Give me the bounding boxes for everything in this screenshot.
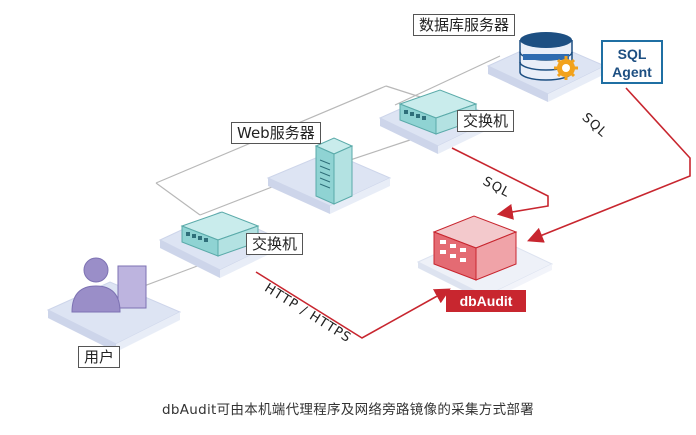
sql-agent-line2: Agent: [612, 64, 652, 80]
web-server-icon: [314, 137, 354, 205]
gear-icon: [554, 56, 578, 80]
user-label: 用户: [78, 346, 121, 368]
diagram-caption: dbAudit可由本机端代理程序及网络旁路镜像的采集方式部署: [161, 402, 535, 418]
sql-agent-badge: SQL Agent: [601, 40, 663, 84]
db-server-label: 数据库服务器: [413, 14, 516, 36]
switch-left-label: 交换机: [246, 233, 304, 255]
web-server-label: Web服务器: [231, 122, 321, 144]
traffic-arrows: [255, 87, 691, 339]
user-icon: [71, 257, 147, 313]
sql-agent-line1: SQL: [617, 46, 647, 62]
switch-top-label: 交换机: [457, 110, 515, 132]
dbaudit-label: dbAudit: [446, 290, 526, 312]
dbaudit-appliance-icon: [432, 215, 518, 281]
